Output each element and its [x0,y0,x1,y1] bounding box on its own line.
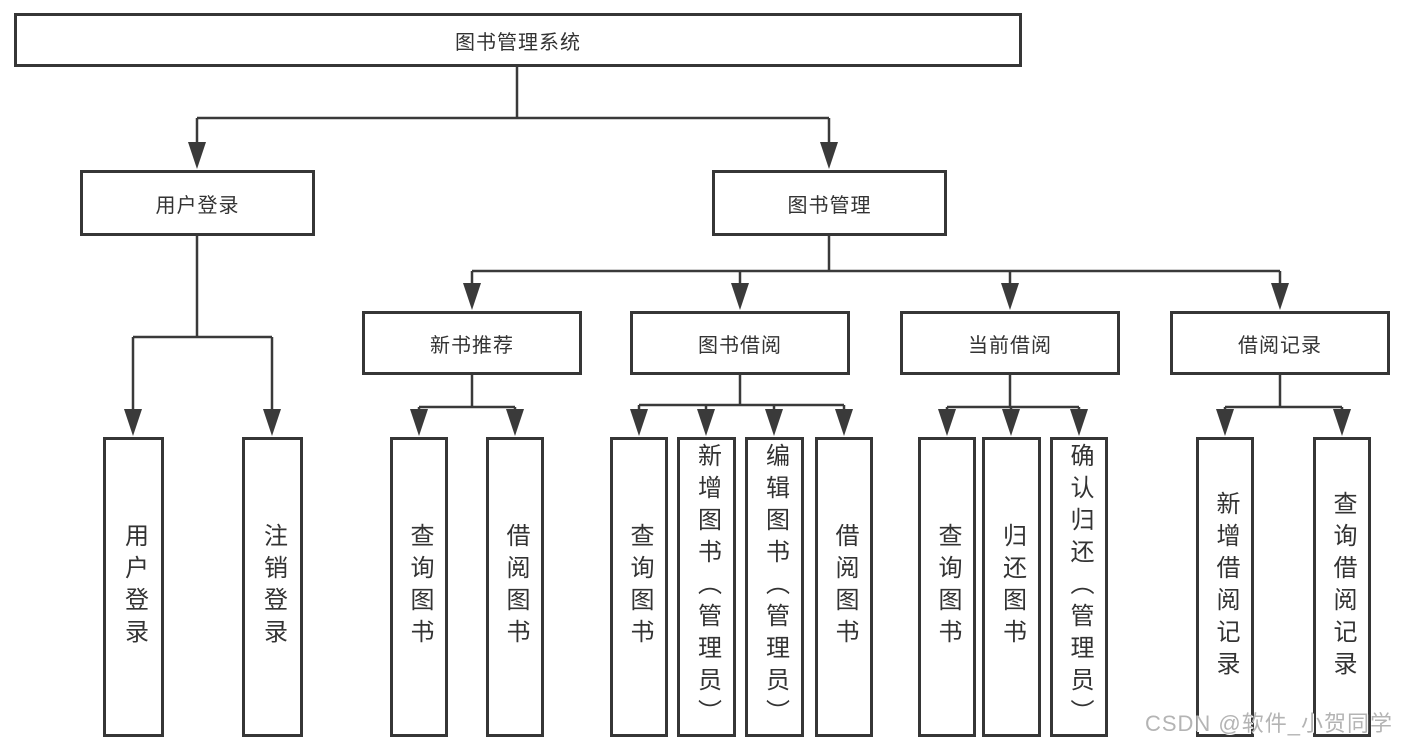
node-leaf-borrow-books-2-label: 借阅图书 [831,523,858,651]
node-leaf-user-login-label: 用户登录 [120,523,148,651]
node-borrow-records-label: 借阅记录 [1238,334,1322,357]
node-root: 图书管理系统 [14,13,1022,67]
node-leaf-query-books-2-label: 查询图书 [626,523,653,651]
node-current-borrowing: 当前借阅 [900,311,1120,375]
node-leaf-query-borrow-record: 查询借阅记录 [1313,437,1371,737]
node-leaf-add-books-admin-label: 新增图书（管理员） [693,443,721,731]
node-leaf-logout-label: 注销登录 [259,523,287,651]
node-leaf-borrow-books-2: 借阅图书 [815,437,873,737]
node-current-borrowing-label: 当前借阅 [968,334,1052,357]
node-leaf-borrow-books-1-label: 借阅图书 [502,523,529,651]
node-leaf-query-books-1-label: 查询图书 [406,523,433,651]
node-leaf-query-books-3-label: 查询图书 [934,523,961,651]
node-leaf-confirm-return-admin-label: 确认归还（管理员） [1066,443,1093,731]
node-leaf-query-borrow-record-label: 查询借阅记录 [1329,491,1356,683]
node-book-management: 图书管理 [712,170,947,236]
node-leaf-borrow-books-1: 借阅图书 [486,437,544,737]
node-root-label: 图书管理系统 [455,31,581,54]
node-leaf-add-borrow-record: 新增借阅记录 [1196,437,1254,737]
node-leaf-query-books-3: 查询图书 [918,437,976,737]
node-leaf-add-books-admin: 新增图书（管理员） [677,437,736,737]
node-borrow-records: 借阅记录 [1170,311,1390,375]
node-leaf-confirm-return-admin: 确认归还（管理员） [1050,437,1108,737]
node-leaf-query-books-1: 查询图书 [390,437,448,737]
node-book-borrowing-label: 图书借阅 [698,334,782,357]
node-leaf-return-books: 归还图书 [982,437,1041,737]
node-leaf-user-login: 用户登录 [103,437,164,737]
node-book-management-label: 图书管理 [787,194,872,217]
node-book-borrowing: 图书借阅 [630,311,850,375]
node-leaf-query-books-2: 查询图书 [610,437,668,737]
watermark: CSDN @软件_小贺同学 [1144,711,1393,736]
node-new-book-recommend-label: 新书推荐 [430,334,514,357]
node-user-login: 用户登录 [80,170,315,236]
node-user-login-label: 用户登录 [155,194,240,217]
node-leaf-logout: 注销登录 [242,437,303,737]
node-leaf-edit-books-admin: 编辑图书（管理员） [745,437,804,737]
node-leaf-return-books-label: 归还图书 [998,523,1026,651]
node-new-book-recommend: 新书推荐 [362,311,582,375]
node-leaf-edit-books-admin-label: 编辑图书（管理员） [761,443,789,731]
node-leaf-add-borrow-record-label: 新增借阅记录 [1212,491,1239,683]
